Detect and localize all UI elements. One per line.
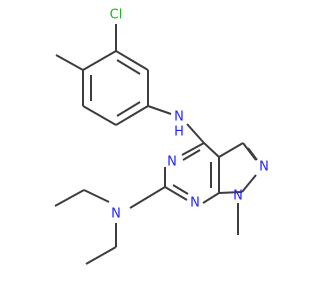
atom-labels: Cl N H N N N N N	[110, 8, 269, 222]
atom-n-pyrazole-1: N	[233, 189, 243, 204]
bond-ring-a-inner2	[116, 101, 141, 117]
atom-nh-h: H	[174, 125, 184, 140]
bond-pyz-3	[241, 174, 257, 193]
bond-methyl-aryl	[55, 54, 84, 71]
bond-pyz-4	[218, 191, 243, 194]
bond-ring-a-inner3	[116, 59, 141, 75]
bond-pyz-2b	[247, 147, 258, 161]
atom-cl: Cl	[110, 8, 123, 23]
bond-ring-a4	[115, 105, 149, 126]
bond-pym-4b	[172, 184, 189, 195]
bond-nh-c4	[186, 123, 205, 144]
atom-n-pyrazole-2: N	[259, 160, 269, 175]
bond-pym-5	[202, 192, 220, 204]
bond-ring-a5	[82, 105, 117, 126]
bond-et1-a	[83, 189, 110, 203]
atom-n-diethyl: N	[111, 207, 121, 222]
bond-pym-7	[203, 142, 220, 158]
bond-aryl-nh	[147, 105, 172, 115]
bonds	[54, 24, 258, 265]
bond-et2-b	[85, 246, 117, 265]
atom-n1: N	[190, 196, 200, 211]
bond-pym-4	[164, 186, 188, 201]
bond-pym-1b	[182, 149, 201, 161]
bond-c2-net2	[129, 186, 166, 209]
bond-pym-1	[181, 142, 205, 156]
bond-et1-b	[54, 189, 85, 207]
bond-ring-a1	[82, 50, 117, 71]
atom-nh: N	[174, 110, 184, 125]
atom-n3: N	[167, 155, 177, 170]
bond-ring-a2	[115, 50, 149, 71]
bond-pyz-1	[218, 142, 244, 158]
molecule-structure: Cl N H N N N N N	[54, 8, 269, 265]
